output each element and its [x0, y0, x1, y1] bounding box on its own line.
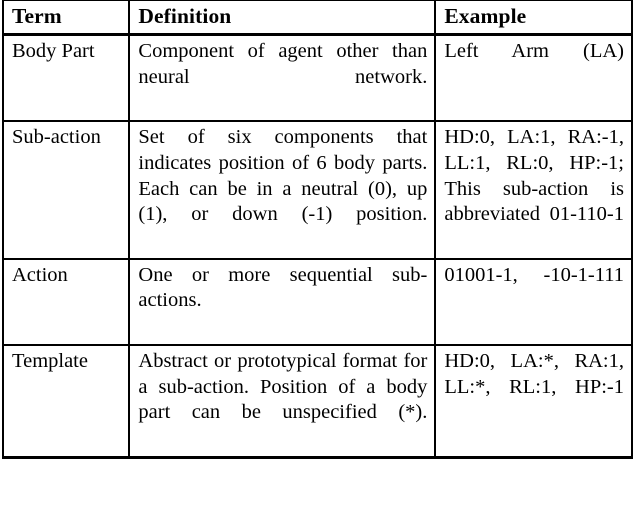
- cell-term: Template: [3, 344, 131, 458]
- column-header-definition: Definition: [129, 0, 437, 35]
- column-header-example: Example: [444, 4, 527, 28]
- cell-definition-text: Component of agent other than neural net…: [138, 39, 428, 88]
- cell-example: 01001-1, -10-1-111: [435, 259, 632, 345]
- table-row: Template Abstract or prototypical format…: [3, 344, 632, 458]
- cell-definition-text: Set of six components that indicates pos…: [138, 126, 428, 226]
- cell-definition: One or more sequential sub-actions.: [129, 258, 437, 345]
- cell-definition-text: One or more sequential sub-actions.: [138, 263, 428, 312]
- table-row: Sub-action Set of six components that in…: [3, 121, 632, 259]
- table-header-row: Term Definition Example: [3, 0, 632, 35]
- column-header-term: Term: [3, 0, 131, 35]
- cell-example-text: Left Arm (LA): [444, 39, 624, 62]
- cell-example-text: HD:0, LA:1, RA:-1, LL:1, RL:0, HP:-1; Th…: [444, 126, 624, 226]
- table-row: Action One or more sequential sub-action…: [3, 258, 632, 345]
- cell-definition-text: Abstract or prototypical format for a su…: [138, 349, 428, 424]
- cell-term: Body Part: [3, 34, 131, 122]
- cell-definition: Set of six components that indicates pos…: [129, 121, 437, 259]
- cell-example: HD:0, LA:1, RA:-1, LL:1, RL:0, HP:-1; Th…: [435, 121, 632, 259]
- cell-term: Sub-action: [3, 121, 131, 259]
- table-body: Body Part Component of agent other than …: [3, 34, 632, 458]
- glossary-table: Term Definition Example Body Part Compon…: [2, 0, 633, 459]
- cell-term: Action: [3, 258, 131, 345]
- table-header: Term Definition Example: [3, 0, 632, 35]
- table-row: Body Part Component of agent other than …: [3, 34, 632, 122]
- cell-definition: Abstract or prototypical format for a su…: [129, 344, 437, 458]
- cell-definition: Component of agent other than neural net…: [129, 34, 437, 122]
- cell-example: Left Arm (LA): [435, 34, 632, 121]
- cell-example-text: 01001-1, -10-1-111: [444, 263, 624, 286]
- cell-example-text: HD:0, LA:*, RA:1, LL:*, RL:1, HP:-1: [444, 349, 624, 398]
- cell-example: HD:0, LA:*, RA:1, LL:*, RL:1, HP:-1: [435, 345, 632, 457]
